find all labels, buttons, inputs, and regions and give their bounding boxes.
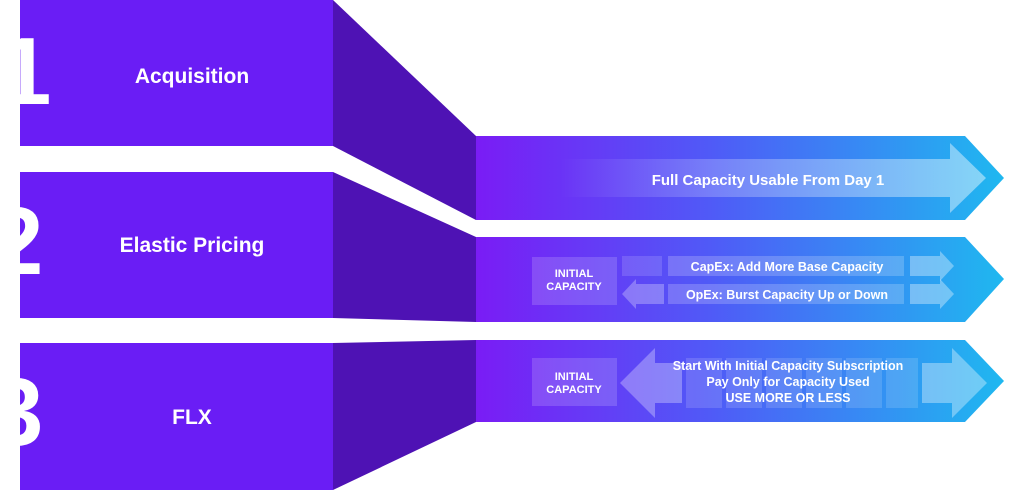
flx-initial-capacity-box: INITIAL CAPACITY <box>532 358 617 406</box>
acquisition-arrow <box>560 143 986 213</box>
tier-3-number: 3 <box>0 359 43 466</box>
tier-1-label: Acquisition <box>135 65 249 88</box>
flx-band <box>476 340 1004 422</box>
capex-row: CapEx: Add More Base Capacity <box>622 251 954 281</box>
tier-1-block <box>20 0 333 146</box>
tier-2-side-face <box>333 172 476 322</box>
flx-initial-label-line2: CAPACITY <box>546 384 602 396</box>
elastic-initial-label-line1: INITIAL <box>555 268 594 280</box>
flx-double-arrow: Start With Initial Capacity Subscription… <box>620 348 987 418</box>
opex-label: OpEx: Burst Capacity Up or Down <box>686 288 888 302</box>
tier-1-side-face <box>333 0 476 220</box>
capex-label: CapEx: Add More Base Capacity <box>691 260 884 274</box>
opex-arrow-right <box>910 279 954 309</box>
opex-row: OpEx: Burst Capacity Up or Down <box>622 279 954 309</box>
tier-2-block <box>20 172 333 318</box>
flx-arrow-right <box>922 348 987 418</box>
tier-2-number: 2 <box>0 188 43 295</box>
elastic-initial-label-line2: CAPACITY <box>546 281 602 293</box>
elastic-band <box>476 237 1004 322</box>
opex-arrow-left <box>622 279 664 309</box>
elastic-initial-capacity-box: INITIAL CAPACITY <box>532 257 617 305</box>
flx-line-2: Pay Only for Capacity Used <box>706 375 869 389</box>
tier-1-number: 1 <box>0 18 51 125</box>
flx-line-3: USE MORE OR LESS <box>725 391 850 405</box>
flx-initial-label-line1: INITIAL <box>555 371 594 383</box>
acquisition-band-text: Full Capacity Usable From Day 1 <box>652 172 885 189</box>
flx-line-1: Start With Initial Capacity Subscription <box>673 359 903 373</box>
tier-3-label: FLX <box>172 406 212 429</box>
capex-arrow-right <box>910 251 954 281</box>
tier-3-side-face <box>333 340 476 490</box>
flx-arrow-left <box>620 348 682 418</box>
tier-2-label: Elastic Pricing <box>120 234 265 257</box>
tier-3-block <box>20 343 333 490</box>
